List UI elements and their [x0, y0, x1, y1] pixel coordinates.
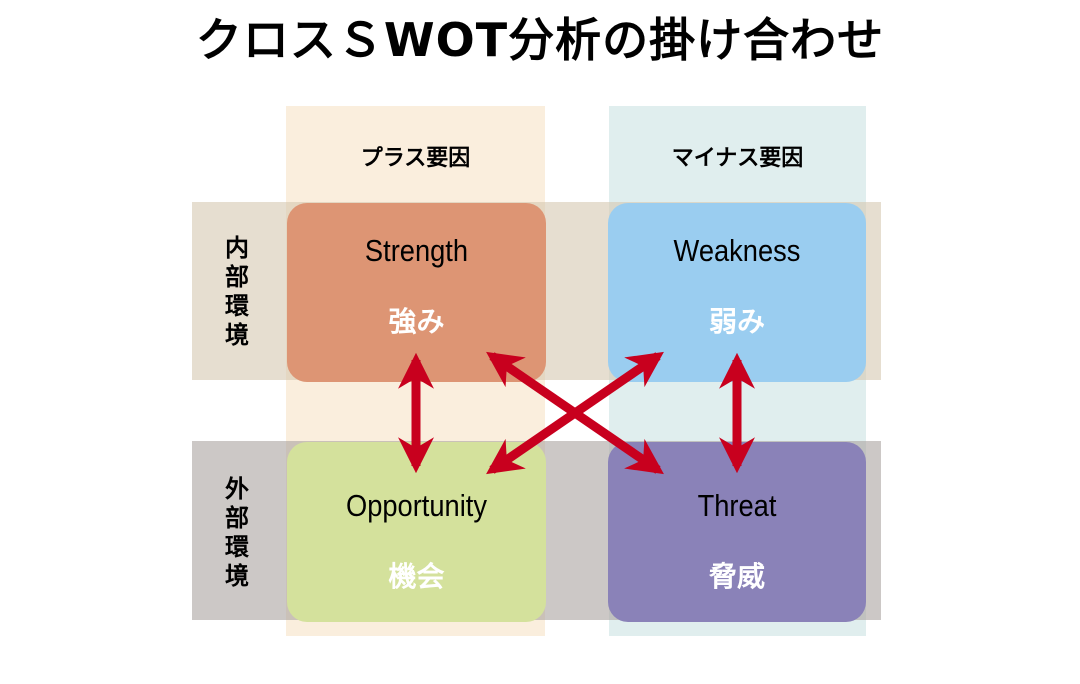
label-char: 環 — [225, 292, 249, 320]
threat-box: Threat 脅威 — [608, 442, 866, 622]
label-char: 部 — [225, 504, 249, 532]
label-char: 部 — [225, 263, 249, 291]
label-char: 環 — [225, 533, 249, 561]
plus-factor-header: プラス要因 — [360, 146, 471, 171]
strength-jp: 強み — [388, 305, 445, 338]
weakness-title: Weakness — [673, 233, 801, 268]
label-char: 境 — [225, 562, 249, 590]
external-environment-label: 外 部 環 境 — [217, 475, 257, 591]
page-title: クロスＳWOT分析の掛け合わせ — [195, 13, 885, 67]
opportunity-box: Opportunity 機会 — [287, 442, 546, 622]
label-char: 内 — [225, 234, 249, 262]
weakness-jp: 弱み — [708, 305, 765, 338]
weakness-box: Weakness 弱み — [608, 203, 866, 382]
label-char: 外 — [225, 475, 249, 503]
threat-jp: 脅威 — [708, 560, 765, 593]
label-char: 境 — [225, 321, 249, 349]
opportunity-title: Opportunity — [345, 488, 488, 523]
opportunity-jp: 機会 — [388, 560, 445, 593]
strength-title: Strength — [364, 233, 469, 268]
minus-factor-header: マイナス要因 — [671, 146, 804, 171]
internal-environment-label: 内 部 環 境 — [217, 234, 257, 350]
strength-box: Strength 強み — [287, 203, 546, 382]
threat-title: Threat — [697, 488, 777, 523]
